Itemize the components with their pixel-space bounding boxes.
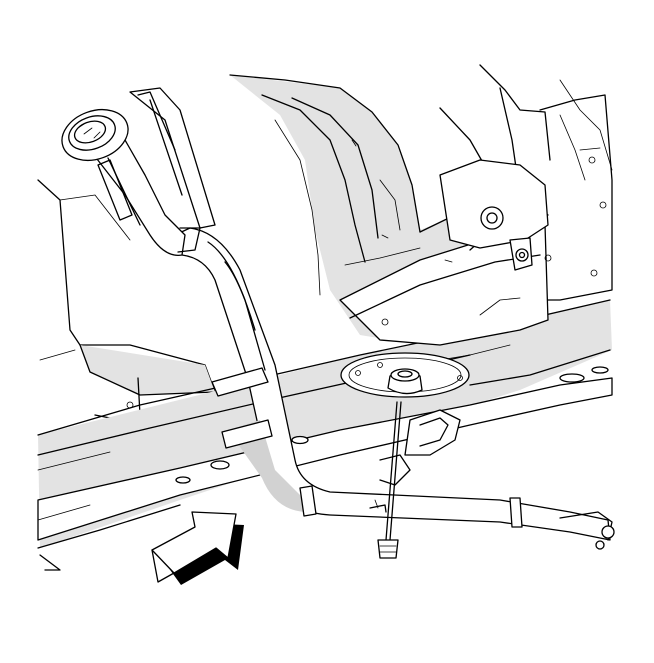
bracket-bolt [480, 206, 504, 230]
vehicle-frame-rail [37, 299, 613, 571]
pipe-clamp [221, 419, 273, 449]
pipe-clamp [299, 485, 317, 517]
frame-hole [591, 366, 609, 374]
fastener-bolt [377, 401, 402, 559]
frame-hole [210, 460, 230, 470]
fuel-lines [369, 499, 387, 513]
fuel-tank-filler-pipe [174, 227, 615, 550]
strap-loop [379, 409, 461, 486]
frame-hole [175, 476, 191, 484]
pipe-clamp [211, 367, 269, 397]
mounting-bracket [339, 159, 552, 346]
pipe-clamp [509, 497, 523, 528]
arrow-right-icon [151, 511, 244, 585]
tank-mount-plate [340, 352, 470, 398]
fuel-filler-neck [61, 87, 216, 256]
left-body-panel [37, 179, 216, 421]
frame-hole [559, 373, 585, 383]
frame-hole [291, 435, 309, 445]
